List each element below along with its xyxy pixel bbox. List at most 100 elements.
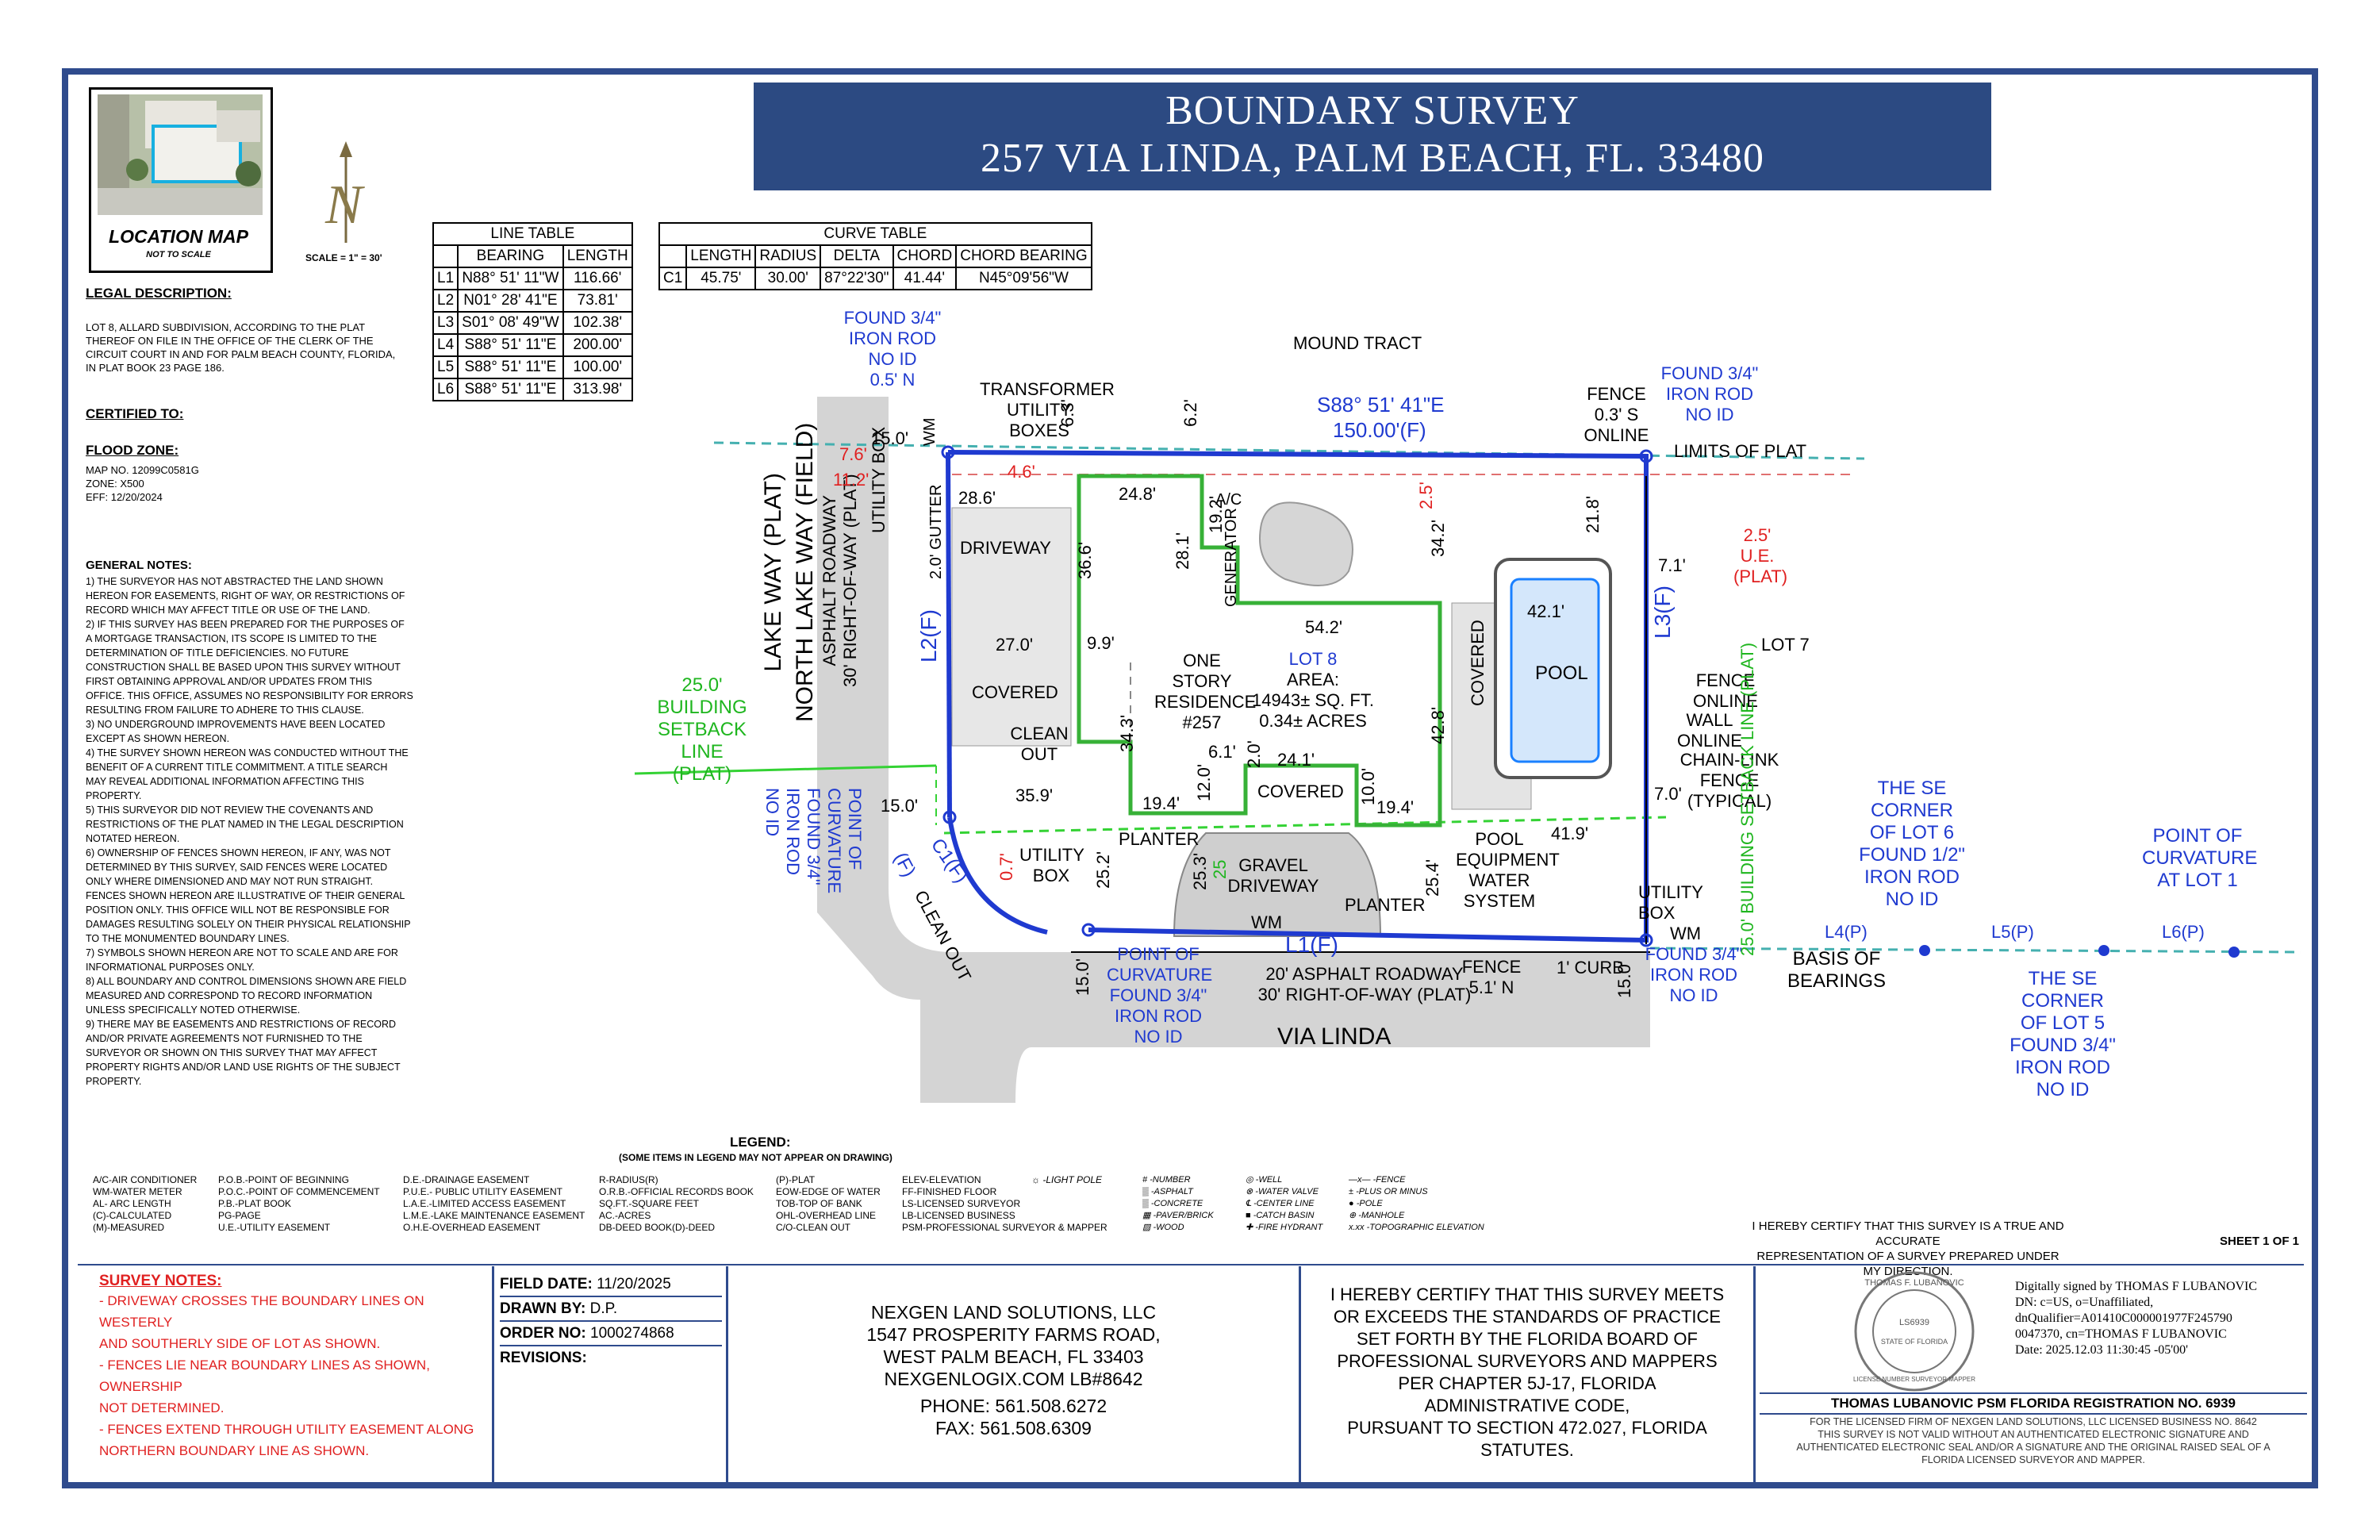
fence-s-line: FENCE xyxy=(1461,957,1522,977)
pool-water xyxy=(1510,578,1600,763)
legend-item: SQ.FT.-SQUARE FEET xyxy=(599,1198,700,1209)
dim-15-0-c: 15.0' xyxy=(1073,958,1092,996)
found-nw-line: 0.5' N xyxy=(869,370,916,390)
cleanout-label: CLEAN OUT xyxy=(1008,724,1071,765)
legend-item: (C)-CALCULATED xyxy=(93,1210,172,1221)
legend-col-3: D.E.-DRAINAGE EASEMENT P.U.E.- PUBLIC UT… xyxy=(403,1174,585,1234)
legend-item: L.M.E.-LAKE MAINTENANCE EASEMENT xyxy=(403,1210,585,1221)
north-arrow-icon: N xyxy=(324,141,365,243)
found-nw-line: NO ID xyxy=(868,349,917,369)
north-length: 150.00'(F) xyxy=(1333,418,1426,442)
asphalt-icon: ▒ xyxy=(1142,1187,1151,1196)
ue-label: 2.5' U.E. (PLAT) xyxy=(1733,525,1788,587)
line-id: L5 xyxy=(432,355,459,379)
certify-line: I HEREBY CERTIFY THAT THIS SURVEY MEETS xyxy=(1330,1285,1725,1304)
line-bearing: N01° 28' 41"E xyxy=(457,289,564,313)
legend-item: ELEV-ELEVATION xyxy=(902,1174,981,1185)
found-ne-line: NO ID xyxy=(1685,405,1734,424)
lot8-sqft: 14943± SQ. FT. xyxy=(1252,690,1374,710)
curve-table: CURVE TABLE LENGTH RADIUS DELTA CHORD CH… xyxy=(658,222,1092,290)
certify-line: PURSUANT TO SECTION 472.027, FLORIDA xyxy=(1347,1418,1707,1438)
dim-4-6: 4.6' xyxy=(1008,462,1035,482)
monument-marker xyxy=(941,445,955,459)
legend-item: D.E.-DRAINAGE EASEMENT xyxy=(403,1174,530,1185)
gutter-label: 2.0' GUTTER xyxy=(927,484,945,579)
line-length: 200.00' xyxy=(562,333,633,357)
wm-label: WM xyxy=(1251,912,1283,932)
lot8-label: LOT 8 AREA: 14943± SQ. FT. 0.34± ACRES xyxy=(1250,649,1376,732)
dim-34-3: 34.3' xyxy=(1117,714,1137,752)
company-fax: FAX: 561.508.6309 xyxy=(935,1418,1092,1438)
survey-note-line: - DRIVEWAY CROSSES THE BOUNDARY LINES ON… xyxy=(99,1293,424,1330)
basis-line: BASIS OF xyxy=(1792,948,1881,970)
lot8-title: LOT 8 xyxy=(1288,649,1338,669)
basis-line: BEARINGS xyxy=(1787,970,1887,992)
sheet-number: SHEET 1 OF 1 xyxy=(2220,1235,2300,1248)
dim-54-2: 54.2' xyxy=(1305,617,1343,637)
location-map-sublabel: NOT TO SCALE xyxy=(146,250,211,259)
dim-12-0: 12.0' xyxy=(1194,763,1214,801)
curve-delta: 87°22'30" xyxy=(820,267,894,290)
flood-heading: FLOOD ZONE: xyxy=(86,443,179,458)
utility-box2-line: BOX xyxy=(1638,903,1676,923)
note-line: DETERMINED BY THIS SURVEY, SAID FENCES W… xyxy=(86,862,388,873)
signature-line: Digitally signed by THOMAS F LUBANOVIC xyxy=(2015,1280,2258,1293)
legend-item: OHL-OVERHEAD LINE xyxy=(776,1210,877,1221)
legend-item: AC.-ACRES xyxy=(599,1210,651,1221)
note-line: HEREON FOR EASEMENTS, RIGHT OF WAY, OR R… xyxy=(86,590,405,601)
light-pole-icon: ☼ xyxy=(1031,1174,1043,1185)
legend-col-9: ◎ -WELL ⊗ -WATER VALVE ℄ -CENTER LINE ■ … xyxy=(1246,1174,1322,1234)
title-banner: BOUNDARY SURVEY 257 VIA LINDA, PALM BEAC… xyxy=(754,83,1991,190)
utility-box2-line: UTILITY xyxy=(1638,882,1703,902)
pool-equip-line: EQUIPMENT xyxy=(1456,850,1560,870)
cleanout-line: CLEAN xyxy=(1010,724,1069,743)
survey-note-line: AND SOUTHERLY SIDE OF LOT AS SHOWN. xyxy=(99,1336,381,1351)
legend-title: LEGEND: xyxy=(730,1135,791,1150)
se-lot6-line: NO ID xyxy=(1885,889,1939,910)
center-line-icon: ℄ xyxy=(1246,1199,1254,1208)
legend-col-5: (P)-PLAT EOW-EDGE OF WATER TOB-TOP OF BA… xyxy=(776,1174,881,1234)
north-bearing: S88° 51' 41"E xyxy=(1317,393,1445,417)
driveway-label: DRIVEWAY xyxy=(960,538,1051,558)
setback-west-line: BUILDING xyxy=(657,697,747,718)
legend-col-10: —x— -FENCE ± -PLUS OR MINUS ● -POLE ⊕ -M… xyxy=(1349,1174,1484,1234)
line-length: 73.81' xyxy=(562,289,633,313)
manhole-icon: ⊕ xyxy=(1349,1211,1359,1220)
dim-28-1: 28.1' xyxy=(1173,532,1192,570)
psm-line: THIS SURVEY IS NOT VALID WITHOUT AN AUTH… xyxy=(1818,1429,2249,1440)
dim-21-8: 21.8' xyxy=(1583,495,1603,533)
drawn-by-label: DRAWN BY: xyxy=(500,1300,586,1317)
paver-icon: ▦ xyxy=(1142,1211,1154,1220)
found-nw-label: FOUND 3/4" IRON ROD NO ID 0.5' N xyxy=(841,308,944,390)
fence-ne-line: 0.3' S xyxy=(1594,405,1639,424)
note-line: TO THE MONUMENTED BOUNDARY LINES. xyxy=(86,933,290,944)
footer-divider xyxy=(78,1264,2304,1265)
fence-icon: —x— xyxy=(1349,1175,1373,1185)
location-map-image xyxy=(98,94,263,215)
legend-item: (M)-MEASURED xyxy=(93,1222,164,1233)
north-letter: N xyxy=(324,175,365,236)
ue-line: (PLAT) xyxy=(1733,566,1788,586)
covered-label-3: COVERED xyxy=(1468,620,1488,706)
lot8-area-label: AREA: xyxy=(1286,670,1340,689)
psm-line: FOR THE LICENSED FIRM OF NEXGEN LAND SOL… xyxy=(1810,1416,2257,1427)
legend-subtitle: (SOME ITEMS IN LEGEND MAY NOT APPEAR ON … xyxy=(619,1152,892,1163)
dim-6-2: 6.2' xyxy=(1180,399,1200,427)
setback-west-line: LINE (PLAT) xyxy=(672,741,732,785)
poc-left-line: FOUND 3/4" xyxy=(804,788,823,885)
note-line: RESTRICTIONS OF THE PLAT NAMED IN THE LE… xyxy=(86,819,404,830)
pool-equipment-label: POOL EQUIPMENT WATER SYSTEM xyxy=(1456,829,1560,912)
setback-west-line: 25.0' xyxy=(681,674,723,696)
found-nw-line: FOUND 3/4" xyxy=(843,308,942,328)
fire-hydrant-icon: ✚ xyxy=(1246,1223,1256,1232)
legend-item: O.R.B.-OFFICIAL RECORDS BOOK xyxy=(599,1186,754,1197)
flood-zone: ZONE: X500 xyxy=(86,478,144,490)
company-line: WEST PALM BEACH, FL 33403 xyxy=(883,1346,1144,1367)
poc-bottom-label: POINT OF CURVATURE FOUND 3/4" IRON ROD N… xyxy=(1107,944,1212,1047)
curve-chord: 41.44' xyxy=(892,267,958,290)
wm-label-2: WM xyxy=(921,417,939,446)
note-line: 4) THE SURVEY SHOWN HEREON WAS CONDUCTED… xyxy=(86,747,409,758)
curve-table-header: DELTA xyxy=(820,244,894,268)
legend-item: PG-PAGE xyxy=(218,1210,261,1221)
legend-item: -FENCE xyxy=(1372,1175,1406,1185)
